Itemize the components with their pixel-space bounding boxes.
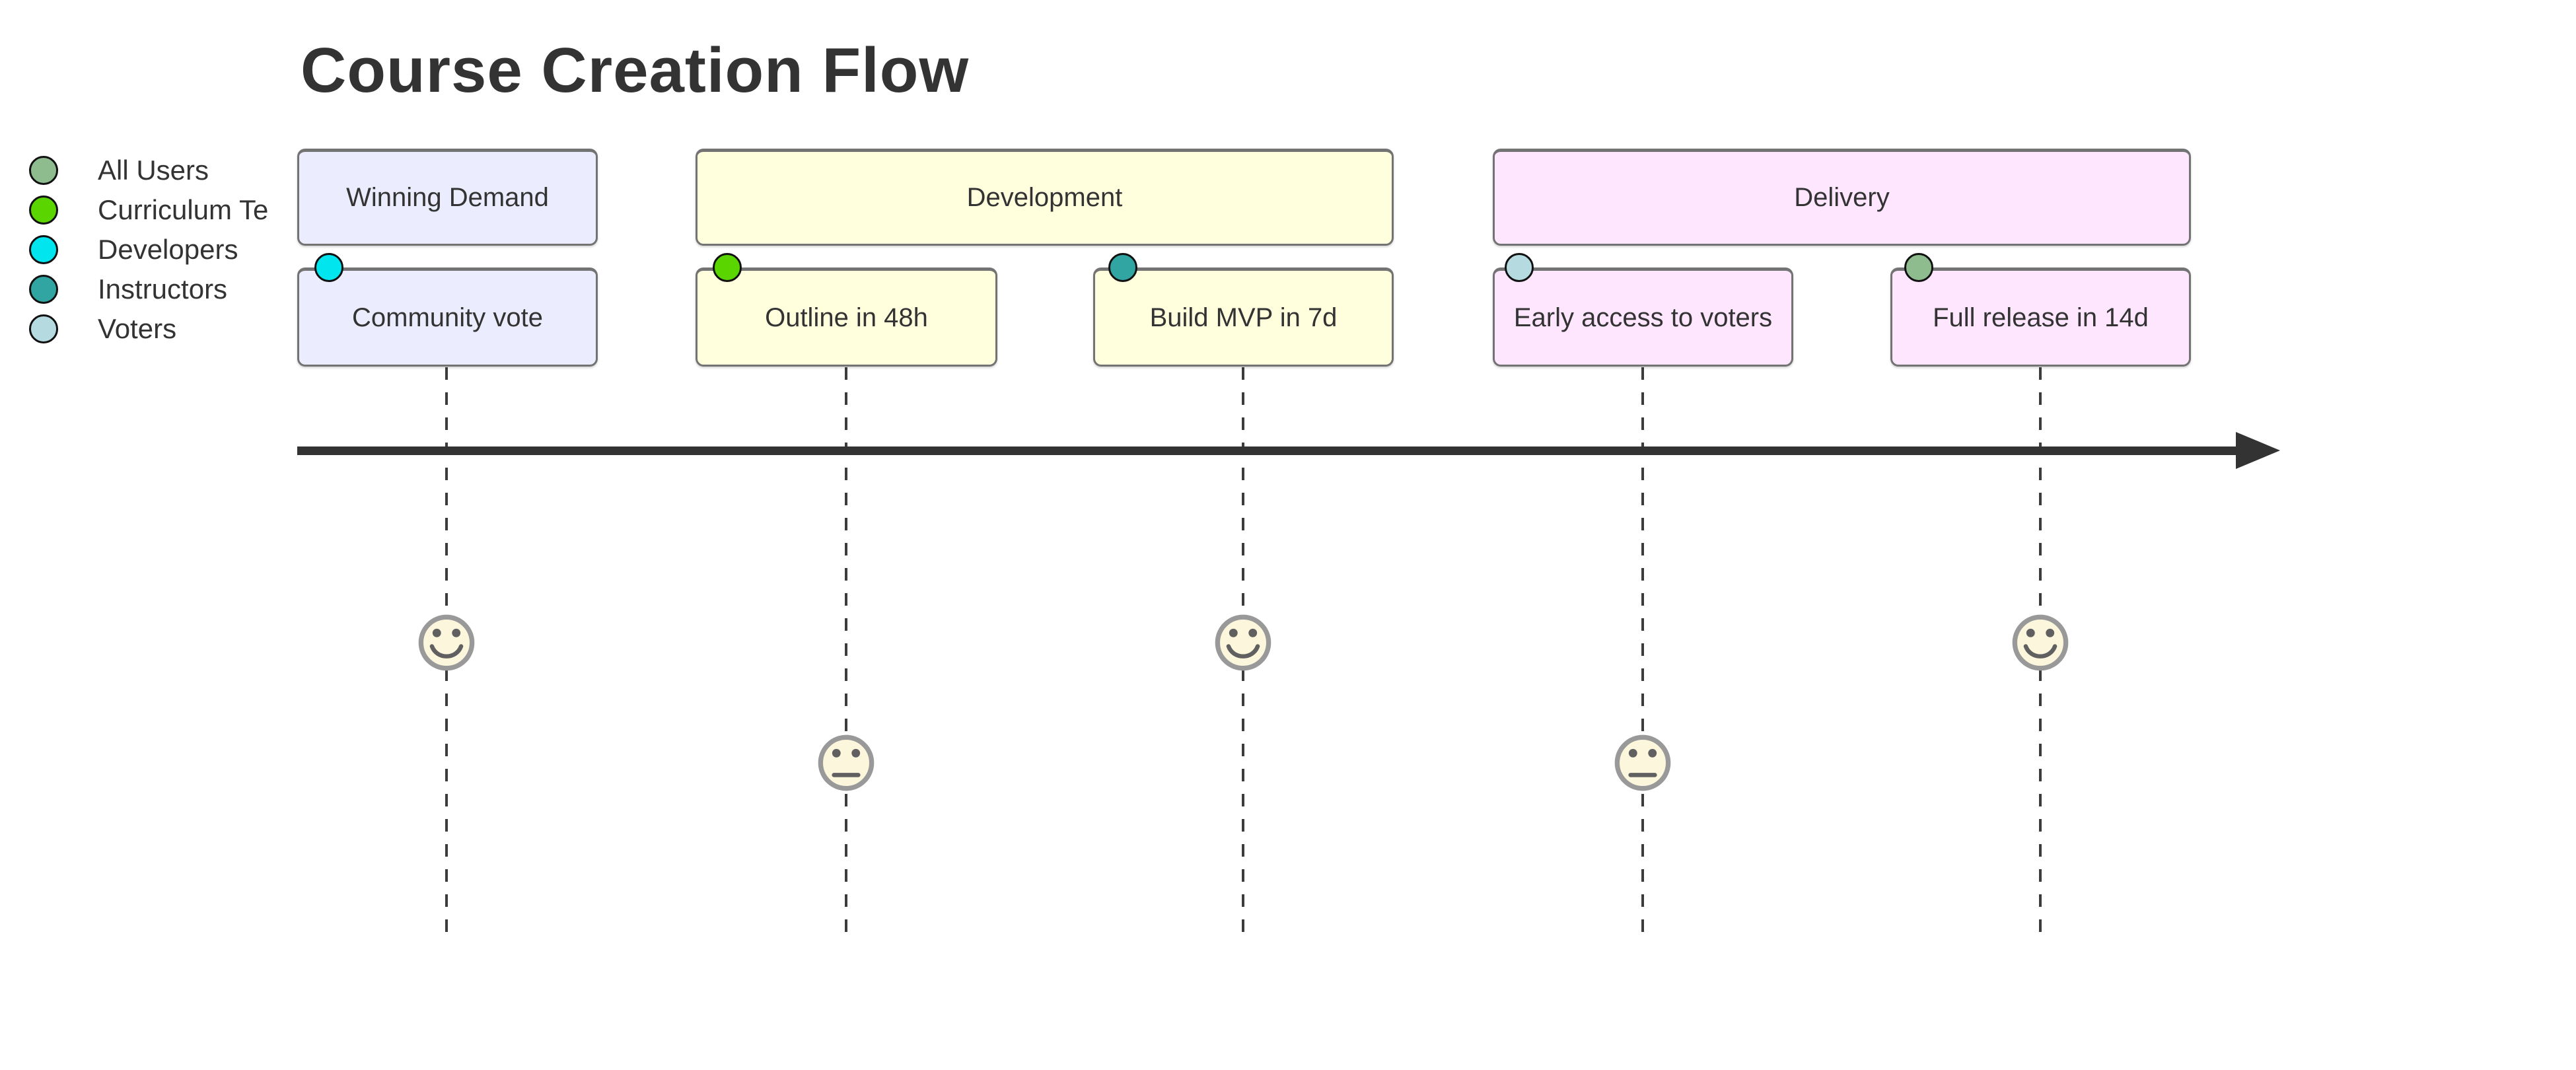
eye <box>1229 628 1238 637</box>
happy-face-icon <box>2010 612 2071 673</box>
task-actor-dot <box>1904 253 1933 282</box>
section-development: Development <box>696 149 1394 246</box>
task-early-access-to-voters: Early access to voters <box>1493 268 1793 367</box>
drop-line <box>845 367 847 941</box>
legend-label: Developers <box>98 234 238 265</box>
actor-color-dot <box>29 156 58 185</box>
task-label: Full release in 14d <box>1933 303 2149 332</box>
face-svg <box>818 734 875 791</box>
eye <box>452 628 461 637</box>
drop-line <box>1641 367 1644 941</box>
task-full-release-in-14d: Full release in 14d <box>1890 268 2191 367</box>
section-label: Winning Demand <box>346 183 549 212</box>
neutral-face-icon <box>816 732 877 793</box>
face-circle <box>818 734 875 791</box>
face-svg <box>418 614 475 671</box>
eye <box>832 748 841 758</box>
task-actor-dot <box>713 253 742 282</box>
legend-label: Instructors <box>98 273 228 304</box>
timeline-arrowhead-icon <box>2236 432 2280 469</box>
eye <box>2026 628 2035 637</box>
face-svg <box>1215 614 1271 671</box>
eye <box>851 748 861 758</box>
task-community-vote: Community vote <box>297 268 598 367</box>
section-winning-demand: Winning Demand <box>297 149 598 246</box>
happy-face-icon <box>416 612 477 673</box>
legend-label: All Users <box>98 155 209 186</box>
task-outline-in-48h: Outline in 48h <box>696 268 997 367</box>
task-actor-dot <box>1108 253 1137 282</box>
task-build-mvp-in-7d: Build MVP in 7d <box>1093 268 1394 367</box>
happy-face-icon <box>1213 612 1273 673</box>
timeline-axis <box>297 446 2236 455</box>
diagram-title: Course Creation Flow <box>301 35 970 106</box>
legend-label: Curriculum Te <box>98 194 269 225</box>
face-svg <box>1614 734 1671 791</box>
face-circle <box>418 614 475 671</box>
actor-color-dot <box>29 275 58 304</box>
actor-color-dot <box>29 196 58 225</box>
face-circle <box>1215 614 1271 671</box>
section-label: Delivery <box>1794 183 1890 212</box>
face-circle <box>1614 734 1671 791</box>
eye <box>1628 748 1637 758</box>
actor-color-dot <box>29 235 58 264</box>
smile-mouth <box>429 644 464 659</box>
eye <box>1648 748 1657 758</box>
eye <box>1248 628 1258 637</box>
legend-label: Voters <box>98 313 177 344</box>
task-actor-dot <box>1505 253 1534 282</box>
eye <box>432 628 441 637</box>
smile-mouth <box>2023 644 2057 659</box>
section-delivery: Delivery <box>1493 149 2191 246</box>
actor-color-dot <box>29 314 58 343</box>
eye <box>2046 628 2055 637</box>
task-label: Outline in 48h <box>765 303 928 332</box>
smile-mouth <box>1226 644 1260 659</box>
face-circle <box>2012 614 2069 671</box>
task-label: Early access to voters <box>1513 303 1773 332</box>
neutral-face-icon <box>1612 732 1673 793</box>
task-label: Build MVP in 7d <box>1149 303 1338 332</box>
face-svg <box>2012 614 2069 671</box>
task-actor-dot <box>314 253 343 282</box>
section-label: Development <box>966 183 1123 212</box>
task-label: Community vote <box>352 303 543 332</box>
